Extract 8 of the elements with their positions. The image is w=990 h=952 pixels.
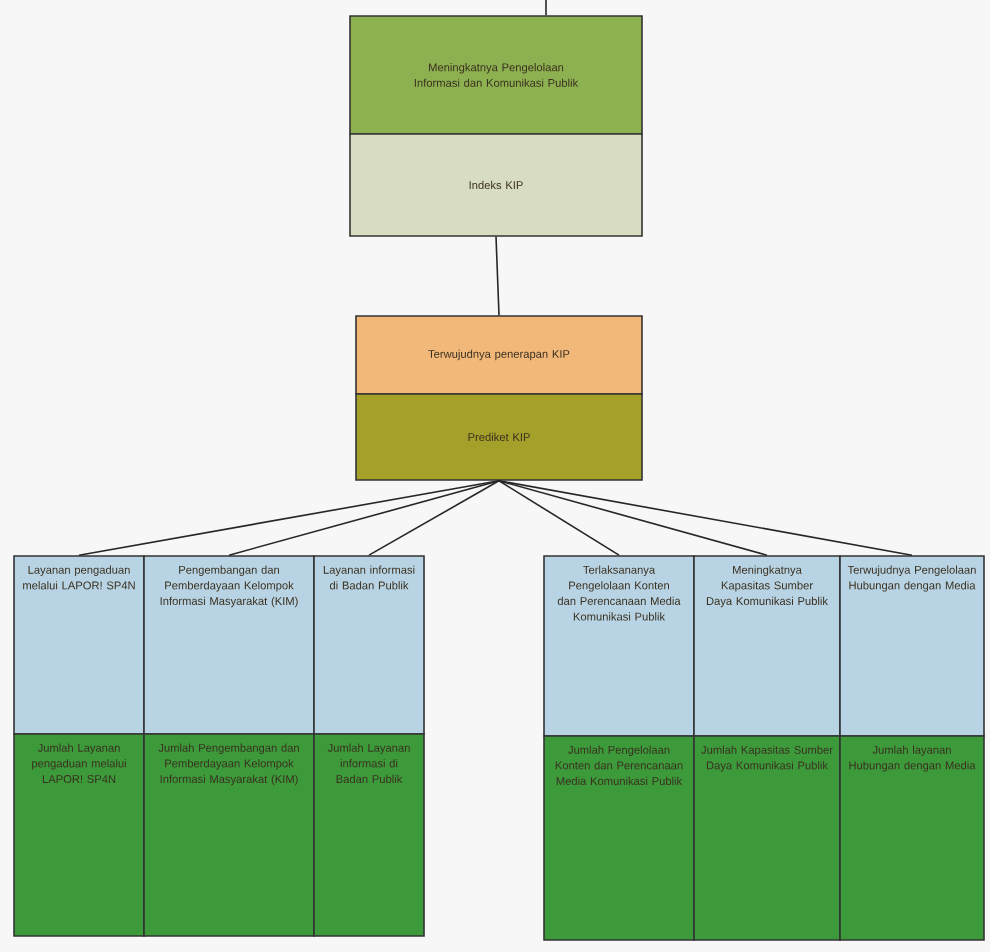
connector-line [368, 479, 500, 556]
connector-line [228, 479, 500, 556]
connector-line [498, 479, 913, 556]
connector-line [498, 479, 768, 556]
connector-line [78, 479, 500, 556]
connector-line [498, 479, 620, 556]
connector-line [545, 0, 547, 16]
connector-line [495, 236, 500, 316]
